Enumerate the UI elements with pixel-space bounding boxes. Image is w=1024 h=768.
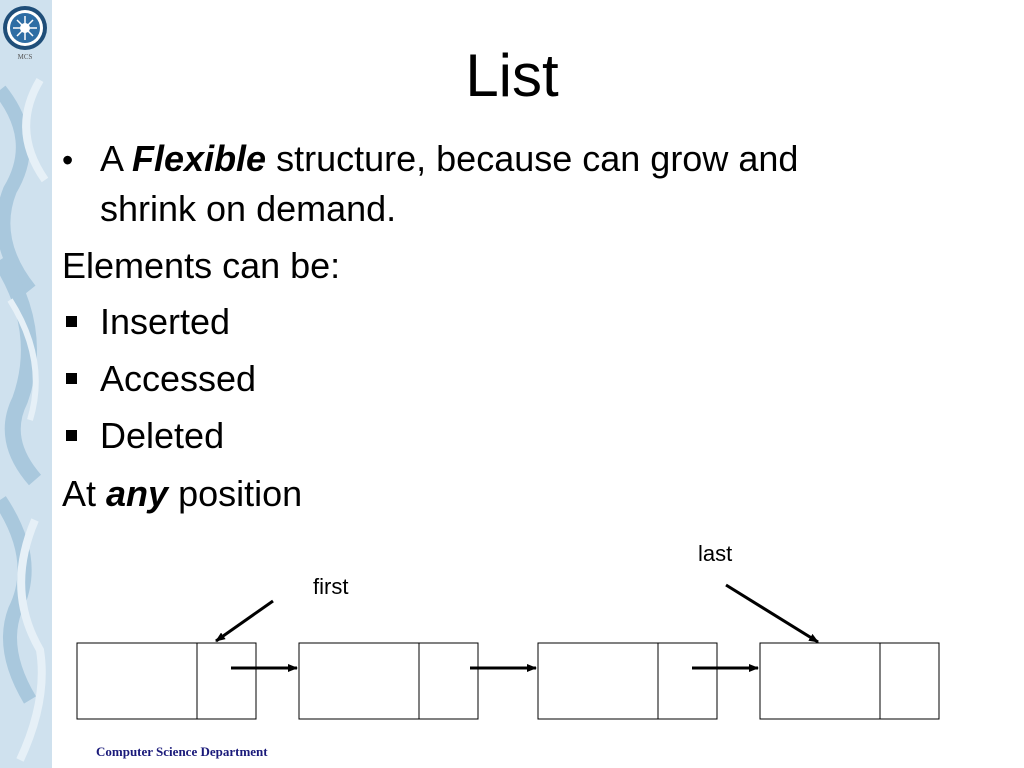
decorative-side-strip: MCS xyxy=(0,0,52,768)
first-pointer-arrow xyxy=(215,599,274,643)
list-node xyxy=(76,642,257,720)
sub-item-label: Inserted xyxy=(100,301,231,342)
node-next-field xyxy=(879,642,940,720)
square-bullet-icon xyxy=(62,411,100,461)
node-next-field xyxy=(196,642,257,720)
sub-item-label: Deleted xyxy=(100,415,225,456)
position-emphasis: any xyxy=(106,473,169,514)
position-line: At any position xyxy=(62,469,302,519)
node-next-field xyxy=(418,642,479,720)
square-bullet-icon xyxy=(62,354,100,404)
sub-item-deleted: Deleted xyxy=(62,411,224,461)
footer-department: Computer Science Department xyxy=(96,744,268,759)
wave-pattern xyxy=(0,77,49,762)
bullet-dot-icon: • xyxy=(62,142,74,178)
bullet1-prefix: A xyxy=(100,138,133,179)
list-node xyxy=(759,642,940,720)
list-node xyxy=(298,642,479,720)
sub-item-inserted: Inserted xyxy=(62,297,230,347)
bullet1-emphasis: Flexible xyxy=(132,138,267,179)
logo-caption: MCS xyxy=(18,53,33,61)
bullet-flexible: • A Flexible structure, because can grow … xyxy=(62,134,798,185)
university-seal-icon: MCS xyxy=(3,6,47,61)
pointer-last-label: last xyxy=(698,541,732,566)
bullet1-continuation: shrink on demand. xyxy=(100,188,397,229)
bullet1-suffix: structure, because can grow and xyxy=(266,138,799,179)
node-data-field xyxy=(298,642,420,720)
slide-title: List xyxy=(465,42,559,109)
square-bullet-icon xyxy=(62,297,100,347)
node-data-field xyxy=(759,642,881,720)
list-node xyxy=(537,642,718,720)
node-next-field xyxy=(657,642,718,720)
elements-intro: Elements can be: xyxy=(62,245,341,286)
position-suffix: position xyxy=(168,473,303,514)
node-data-field xyxy=(76,642,198,720)
pointer-first-label: first xyxy=(313,574,348,599)
last-pointer-arrow xyxy=(725,583,819,644)
sub-item-accessed: Accessed xyxy=(62,354,256,404)
position-prefix: At xyxy=(62,473,107,514)
node-data-field xyxy=(537,642,659,720)
sub-item-label: Accessed xyxy=(100,358,257,399)
